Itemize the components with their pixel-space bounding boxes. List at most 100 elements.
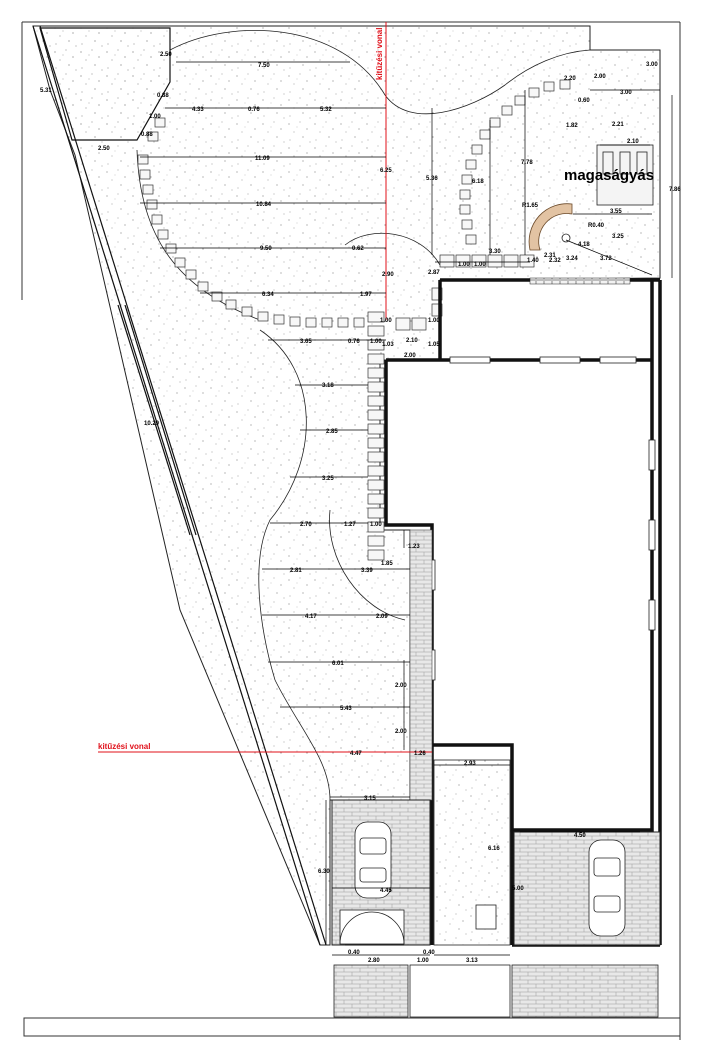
dim-label: 3.25 xyxy=(322,476,334,482)
raised-bed-label: magaságyás xyxy=(564,167,654,184)
dim-label: R0.40 xyxy=(588,223,605,229)
dim-label: 2.00 xyxy=(395,683,407,689)
dim-label: 1.05 xyxy=(428,342,440,348)
dim-label: 2.31 xyxy=(544,253,556,259)
dim-label: 9.50 xyxy=(260,246,272,252)
dim-label: 7.86 xyxy=(669,187,681,193)
house-windows xyxy=(428,356,656,681)
dim-label: 2.87 xyxy=(428,270,440,276)
dim-label: 0.40 xyxy=(423,950,435,956)
raised-bed xyxy=(596,144,654,206)
dim-label: 10.84 xyxy=(256,202,272,208)
dim-label: 3.15 xyxy=(364,796,376,802)
dim-label: 2.20 xyxy=(564,76,576,82)
dim-label: 3.55 xyxy=(610,209,622,215)
dim-label: 2.80 xyxy=(368,958,380,964)
dim-label: 2.90 xyxy=(382,272,394,278)
dim-label: 1.82 xyxy=(566,123,578,129)
left-boundary xyxy=(32,25,327,946)
dim-label: 7.50 xyxy=(258,63,270,69)
dim-label: 6.34 xyxy=(262,292,274,298)
outer-frame xyxy=(21,21,681,1040)
dim-label: 1.23 xyxy=(408,544,420,550)
bottom-left-paving xyxy=(333,964,409,1018)
dim-label: 1.85 xyxy=(381,561,393,567)
car-right xyxy=(588,839,626,937)
dim-label: 7.78 xyxy=(521,160,533,166)
dim-label: 5.43 xyxy=(340,706,352,712)
dim-label: R1.65 xyxy=(522,203,539,209)
dim-label: 6.01 xyxy=(332,661,344,667)
dim-label: 1.00 xyxy=(370,339,382,345)
terrace-stones xyxy=(395,254,535,331)
dim-label: 1.27 xyxy=(344,522,356,528)
dim-label: 3.39 xyxy=(361,568,373,574)
dim-label: 0.40 xyxy=(348,950,360,956)
dim-label: 0.88 xyxy=(141,132,153,138)
dim-label: 3.30 xyxy=(489,249,501,255)
setout-label-horizontal: kitűzési vonal xyxy=(98,742,150,751)
dim-label: 3.65 xyxy=(300,339,312,345)
stepping-stones xyxy=(137,79,571,328)
bottom-right-paving xyxy=(511,964,659,1018)
front-garden-box xyxy=(475,904,497,930)
dim-label: 3.25 xyxy=(612,234,624,240)
pivot-point xyxy=(561,233,571,243)
dim-label: 3.00 xyxy=(620,90,632,96)
curved-bench xyxy=(528,203,573,251)
front-garden xyxy=(433,759,511,946)
dim-label: 2.93 xyxy=(464,761,476,767)
dim-label: 2.21 xyxy=(612,122,624,128)
dim-label: 1.26 xyxy=(414,751,426,757)
dim-label: 2.81 xyxy=(290,568,302,574)
dim-label: 2.85 xyxy=(326,429,338,435)
dim-label: 2.00 xyxy=(395,729,407,735)
dim-label: 3.13 xyxy=(466,958,478,964)
dim-label: 1.00 xyxy=(380,318,392,324)
setout-label-vertical: kitűzési vonal xyxy=(375,28,384,80)
dim-label: 6.16 xyxy=(488,846,500,852)
dim-label: 0.88 xyxy=(157,93,169,99)
dim-label: 1.00 xyxy=(428,318,440,324)
dim-label: 2.10 xyxy=(627,139,639,145)
dim-label: 2.32 xyxy=(549,258,561,264)
dim-label: 5.36 xyxy=(426,176,438,182)
dimension-lines xyxy=(140,61,673,956)
dim-label: 2.70 xyxy=(300,522,312,528)
bottom-strip xyxy=(409,964,511,1018)
dim-label: 1.00 xyxy=(370,522,382,528)
dim-label: 1.00 xyxy=(458,262,470,268)
dim-label: 6.18 xyxy=(472,179,484,185)
dim-label: 3.00 xyxy=(646,62,658,68)
dim-label: 1.40 xyxy=(527,258,539,264)
dim-label: 4.33 xyxy=(192,107,204,113)
dim-label: 11.09 xyxy=(255,156,270,162)
right-parking xyxy=(513,831,661,946)
dim-label: 2.50 xyxy=(98,146,110,152)
dim-label: 2.10 xyxy=(406,338,418,344)
dim-label: 0.62 xyxy=(352,246,364,252)
dim-label: 3.24 xyxy=(566,256,578,262)
dim-label: 3.72 xyxy=(600,256,612,262)
gate xyxy=(339,909,405,945)
dim-label: 6.30 xyxy=(318,869,330,875)
dim-label: 1.97 xyxy=(360,292,372,298)
dim-label: 0.76 xyxy=(348,339,360,345)
dim-label: 4.17 xyxy=(305,614,317,620)
tile-row xyxy=(529,277,631,285)
dim-label: 1.00 xyxy=(417,958,429,964)
side-paving xyxy=(409,529,433,801)
dim-label: 5.31 xyxy=(40,88,52,94)
dim-label: 2.50 xyxy=(160,52,172,58)
dim-label: 1.00 xyxy=(474,262,486,268)
dim-label: 1.00 xyxy=(149,114,161,120)
vertical-path xyxy=(367,311,385,561)
dim-label: 3.18 xyxy=(322,383,334,389)
dim-label: 5.32 xyxy=(320,107,332,113)
dimension-texts: 5.31 2.50 0.88 1.00 0.88 2.50 7.50 4.33 … xyxy=(40,52,681,964)
dim-label: 0.76 xyxy=(248,107,260,113)
dim-label: 5.00 xyxy=(512,886,524,892)
dim-label: 6.25 xyxy=(380,168,392,174)
car-left xyxy=(354,821,392,899)
